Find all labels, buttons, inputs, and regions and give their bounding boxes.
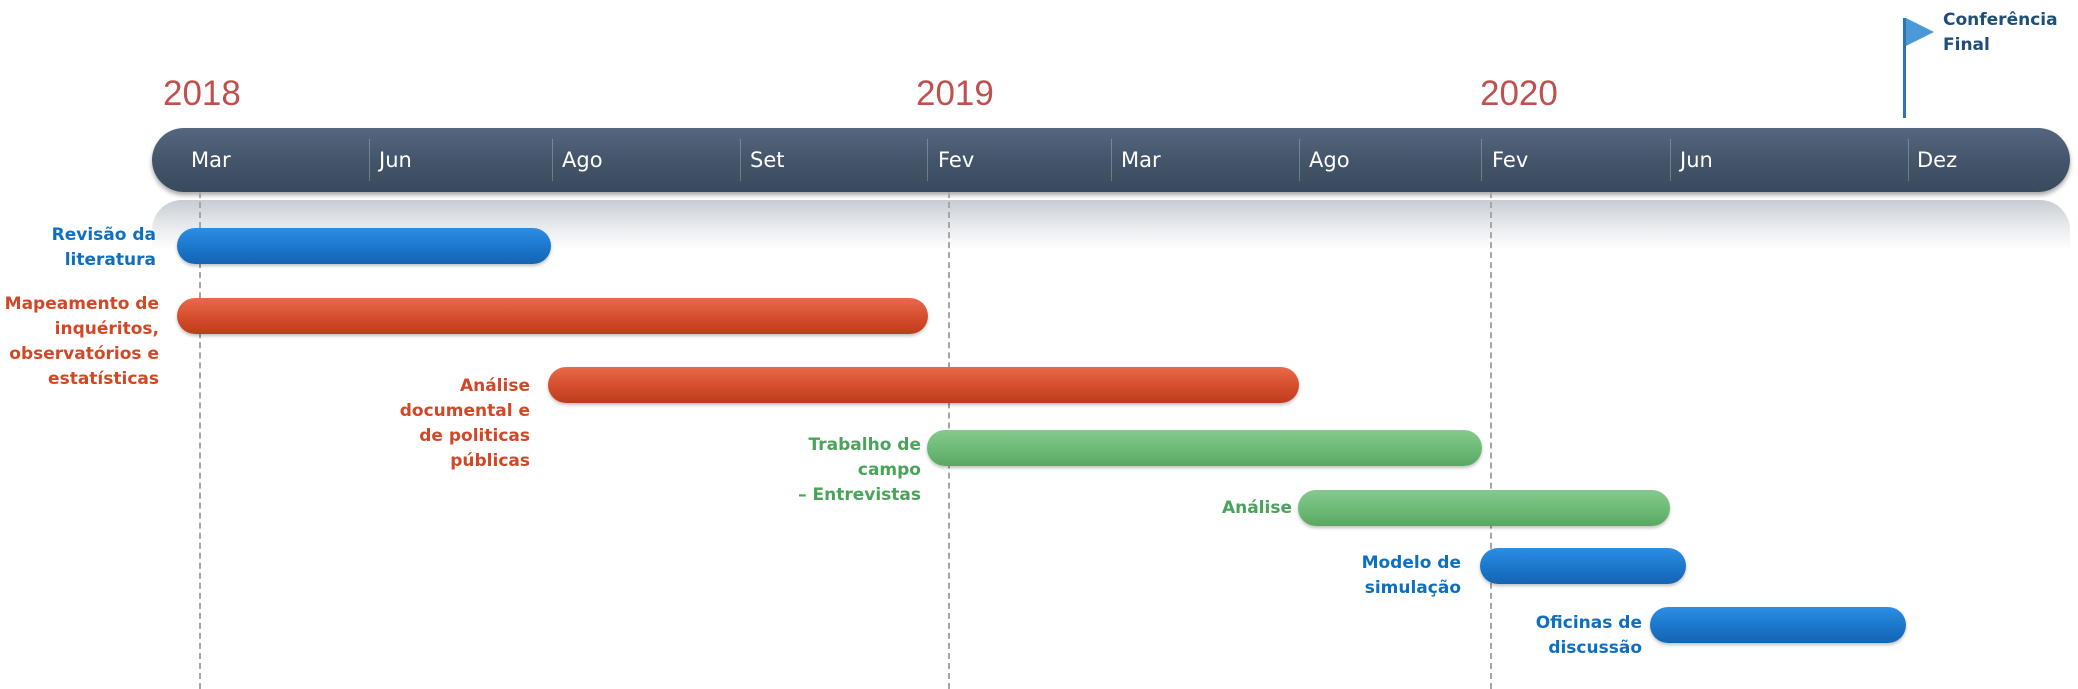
task-label-line: discussão — [1548, 638, 1642, 658]
month-label-ago: Ago — [562, 148, 603, 172]
task-label-line: documental e — [399, 401, 530, 421]
task-label-analise-documental: Análise documental e de politicas públic… — [400, 374, 530, 474]
month-label-set: Set — [750, 148, 785, 172]
month-label-jun: Jun — [379, 148, 412, 172]
milestone-label: Conferência Final — [1943, 8, 2058, 58]
task-label-modelo-simulacao: Modelo de simulação — [1362, 551, 1461, 601]
month-label-fev: Fev — [1492, 148, 1529, 172]
task-label-line: Revisão da — [51, 225, 156, 245]
month-separator — [1111, 139, 1112, 181]
task-label-line: públicas — [450, 451, 530, 471]
month-label-ago: Ago — [1309, 148, 1350, 172]
task-label-line: Análise — [1221, 498, 1292, 518]
task-bar-analise — [1298, 490, 1670, 526]
year-label-2018: 2018 — [163, 74, 241, 113]
task-label-trabalho-campo: Trabalho de campo – Entrevistas — [798, 433, 921, 508]
task-label-line: observatórios e — [9, 344, 159, 364]
task-label-line: literatura — [64, 250, 156, 270]
task-label-line: Mapeamento de — [4, 294, 159, 314]
task-bar-revisao — [177, 228, 551, 264]
year-guide-line — [1490, 192, 1492, 689]
month-separator — [1670, 139, 1671, 181]
month-separator — [552, 139, 553, 181]
task-label-line: Trabalho de — [808, 435, 921, 455]
task-label-oficinas: Oficinas de discussão — [1536, 611, 1642, 661]
year-label-2020: 2020 — [1480, 74, 1558, 113]
milestone-flag-pole — [1903, 18, 1906, 118]
task-label-mapeamento: Mapeamento de inquéritos, observatórios … — [5, 292, 159, 392]
task-label-line: de politicas — [419, 426, 530, 446]
month-label-jun: Jun — [1680, 148, 1713, 172]
month-separator — [1481, 139, 1482, 181]
task-label-line: Oficinas de — [1535, 613, 1642, 633]
task-label-analise: Análise — [1222, 496, 1292, 521]
month-label-fev: Fev — [938, 148, 975, 172]
milestone-label-line1: Conferência — [1943, 10, 2058, 30]
task-bar-mapeamento — [177, 298, 928, 334]
month-separator — [740, 139, 741, 181]
task-label-line: campo — [857, 460, 921, 480]
task-bar-trabalho-campo — [927, 430, 1482, 466]
milestone-flag-icon — [1906, 18, 1934, 46]
timeline-band — [152, 128, 2070, 192]
task-label-line: inquéritos, — [54, 319, 159, 339]
milestone-label-line2: Final — [1943, 35, 1990, 55]
month-label-mar: Mar — [1121, 148, 1161, 172]
task-bar-oficinas — [1650, 607, 1906, 643]
year-label-2019: 2019 — [916, 74, 994, 113]
month-separator — [1908, 139, 1909, 181]
task-label-line: Análise — [459, 376, 530, 396]
year-guide-line — [199, 192, 201, 689]
month-label-dez: Dez — [1917, 148, 1958, 172]
month-label-mar: Mar — [191, 148, 231, 172]
month-separator — [927, 139, 928, 181]
task-bar-modelo-simulacao — [1480, 548, 1686, 584]
task-label-line: – Entrevistas — [798, 485, 921, 505]
task-label-revisao: Revisão da literatura — [52, 223, 156, 273]
month-separator — [369, 139, 370, 181]
month-separator — [1299, 139, 1300, 181]
task-bar-analise-documental — [548, 367, 1299, 403]
task-label-line: Modelo de — [1361, 553, 1461, 573]
task-label-line: simulação — [1364, 578, 1461, 598]
task-label-line: estatísticas — [48, 369, 159, 389]
